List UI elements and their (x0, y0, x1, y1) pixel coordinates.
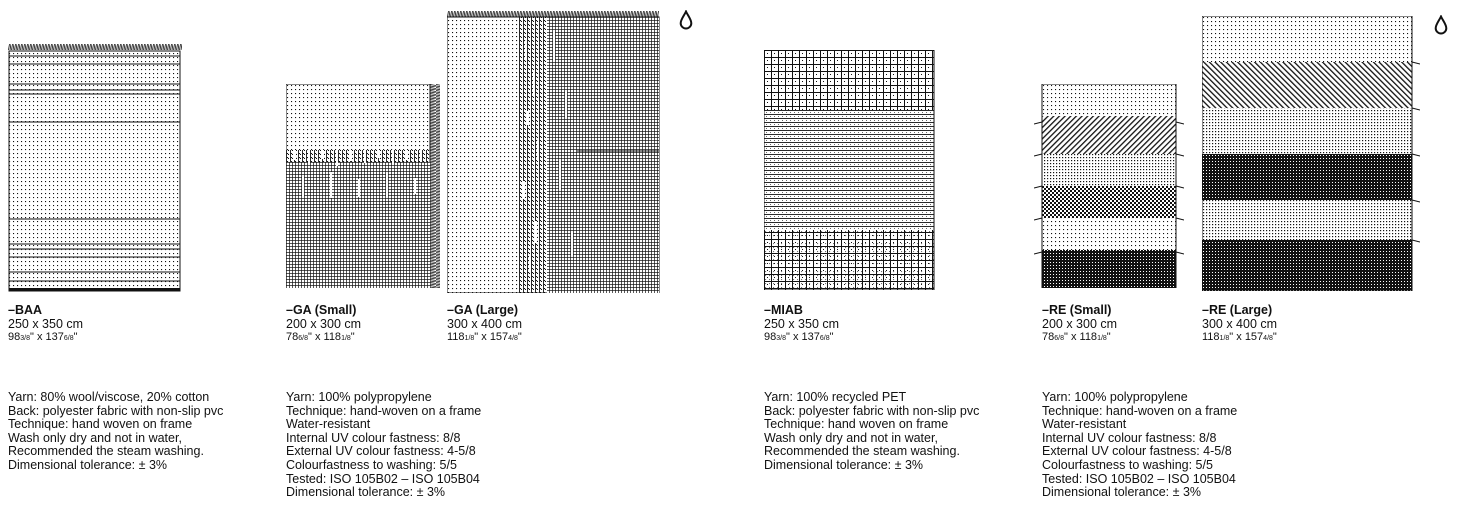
spec-line: Yarn: 80% wool/viscose, 20% cotton (8, 390, 210, 404)
spec-line: Colourfastness to washing: 5/5 (286, 457, 457, 472)
spec-line: Tested: ISO 105B02 – ISO 105B04 (1042, 471, 1236, 486)
size-inches: 1181/8" x 1574/8" (447, 331, 522, 343)
product-name: –MIAB (764, 303, 803, 317)
spec-line: Internal UV colour fastness: 8/8 (1042, 430, 1217, 445)
rug-illustration-ga-small (286, 84, 442, 288)
spec-line: External UV colour fastness: 4-5/8 (286, 444, 476, 459)
size-inches: 786/8" x 1181/8" (286, 331, 355, 343)
spec-line: Dimensional tolerance: ± 3% (8, 457, 168, 472)
product-name: –GA (Large) (447, 303, 519, 317)
spec-list-baa: Yarn: 80% wool/viscose, 20% cotton Back:… (8, 390, 224, 473)
size-cm: 250 x 350 cm (8, 317, 84, 331)
size-inches: 1181/8" x 1574/8" (1202, 331, 1277, 343)
water-drop-icon (1434, 14, 1448, 40)
product-caption-ga-small: –GA (Small) 200 x 300 cm 786/8" x 1181/8… (286, 303, 361, 345)
spec-line: Technique: hand woven on frame (8, 417, 193, 432)
product-caption-re-large: –RE (Large) 300 x 400 cm 1181/8" x 1574/… (1202, 303, 1277, 345)
spec-list-ga: Yarn: 100% polypropylene Technique: hand… (286, 390, 482, 500)
size-inches: 983/8" x 1376/8" (764, 331, 834, 343)
size-cm: 300 x 400 cm (1202, 317, 1278, 331)
spec-line: Back: polyester fabric with non-slip pvc (764, 403, 980, 418)
spec-line: Wash only dry and not in water, (8, 430, 182, 445)
product-name: –BAA (8, 303, 43, 317)
spec-line: Yarn: 100% recycled PET (764, 390, 907, 404)
product-name: –RE (Small) (1042, 303, 1112, 317)
size-cm: 200 x 300 cm (1042, 317, 1118, 331)
spec-line: Dimensional tolerance: ± 3% (1042, 485, 1202, 500)
spec-list-miab: Yarn: 100% recycled PET Back: polyester … (764, 390, 980, 473)
size-cm: 300 x 400 cm (447, 317, 523, 331)
size-cm: 200 x 300 cm (286, 317, 362, 331)
spec-line: Recommended the steam washing. (8, 444, 204, 459)
product-name: –RE (Large) (1202, 303, 1273, 317)
spec-line: External UV colour fastness: 4-5/8 (1042, 444, 1232, 459)
product-name: –GA (Small) (286, 303, 357, 317)
spec-line: Yarn: 100% polypropylene (286, 390, 432, 404)
spec-line: Tested: ISO 105B02 – ISO 105B04 (286, 471, 480, 486)
rug-illustration-ga-large (447, 11, 663, 293)
spec-line: Yarn: 100% polypropylene (1042, 390, 1188, 404)
spec-line: Technique: hand-woven on a frame (286, 403, 482, 418)
spec-list-re: Yarn: 100% polypropylene Technique: hand… (1042, 390, 1238, 500)
spec-line: Dimensional tolerance: ± 3% (764, 457, 924, 472)
spec-line: Technique: hand woven on frame (764, 417, 949, 432)
rug-illustration-re-large (1202, 16, 1420, 291)
spec-line: Technique: hand-woven on a frame (1042, 403, 1238, 418)
product-caption-ga-large: –GA (Large) 300 x 400 cm 1181/8" x 1574/… (447, 303, 522, 345)
size-inches: 983/8" x 1376/8" (8, 331, 78, 343)
spec-line: Water-resistant (286, 417, 371, 432)
spec-line: Dimensional tolerance: ± 3% (286, 485, 446, 500)
product-caption-miab: –MIAB 250 x 350 cm 983/8" x 1376/8" (764, 303, 839, 345)
spec-line: Water-resistant (1042, 417, 1127, 432)
size-inches: 786/8" x 1181/8" (1042, 331, 1111, 343)
rug-illustration-baa (8, 44, 182, 292)
spec-line: Recommended the steam washing. (764, 444, 960, 459)
product-caption-baa: –BAA 250 x 350 cm 983/8" x 1376/8" (8, 303, 83, 345)
spec-line: Wash only dry and not in water, (764, 430, 938, 445)
size-cm: 250 x 350 cm (764, 317, 840, 331)
product-caption-re-small: –RE (Small) 200 x 300 cm 786/8" x 1181/8… (1042, 303, 1117, 345)
rug-illustration-re-small (1034, 84, 1184, 288)
rug-illustration-miab (764, 50, 936, 290)
water-drop-icon (679, 9, 693, 35)
spec-line: Internal UV colour fastness: 8/8 (286, 430, 461, 445)
spec-line: Back: polyester fabric with non-slip pvc (8, 403, 224, 418)
spec-line: Colourfastness to washing: 5/5 (1042, 457, 1213, 472)
